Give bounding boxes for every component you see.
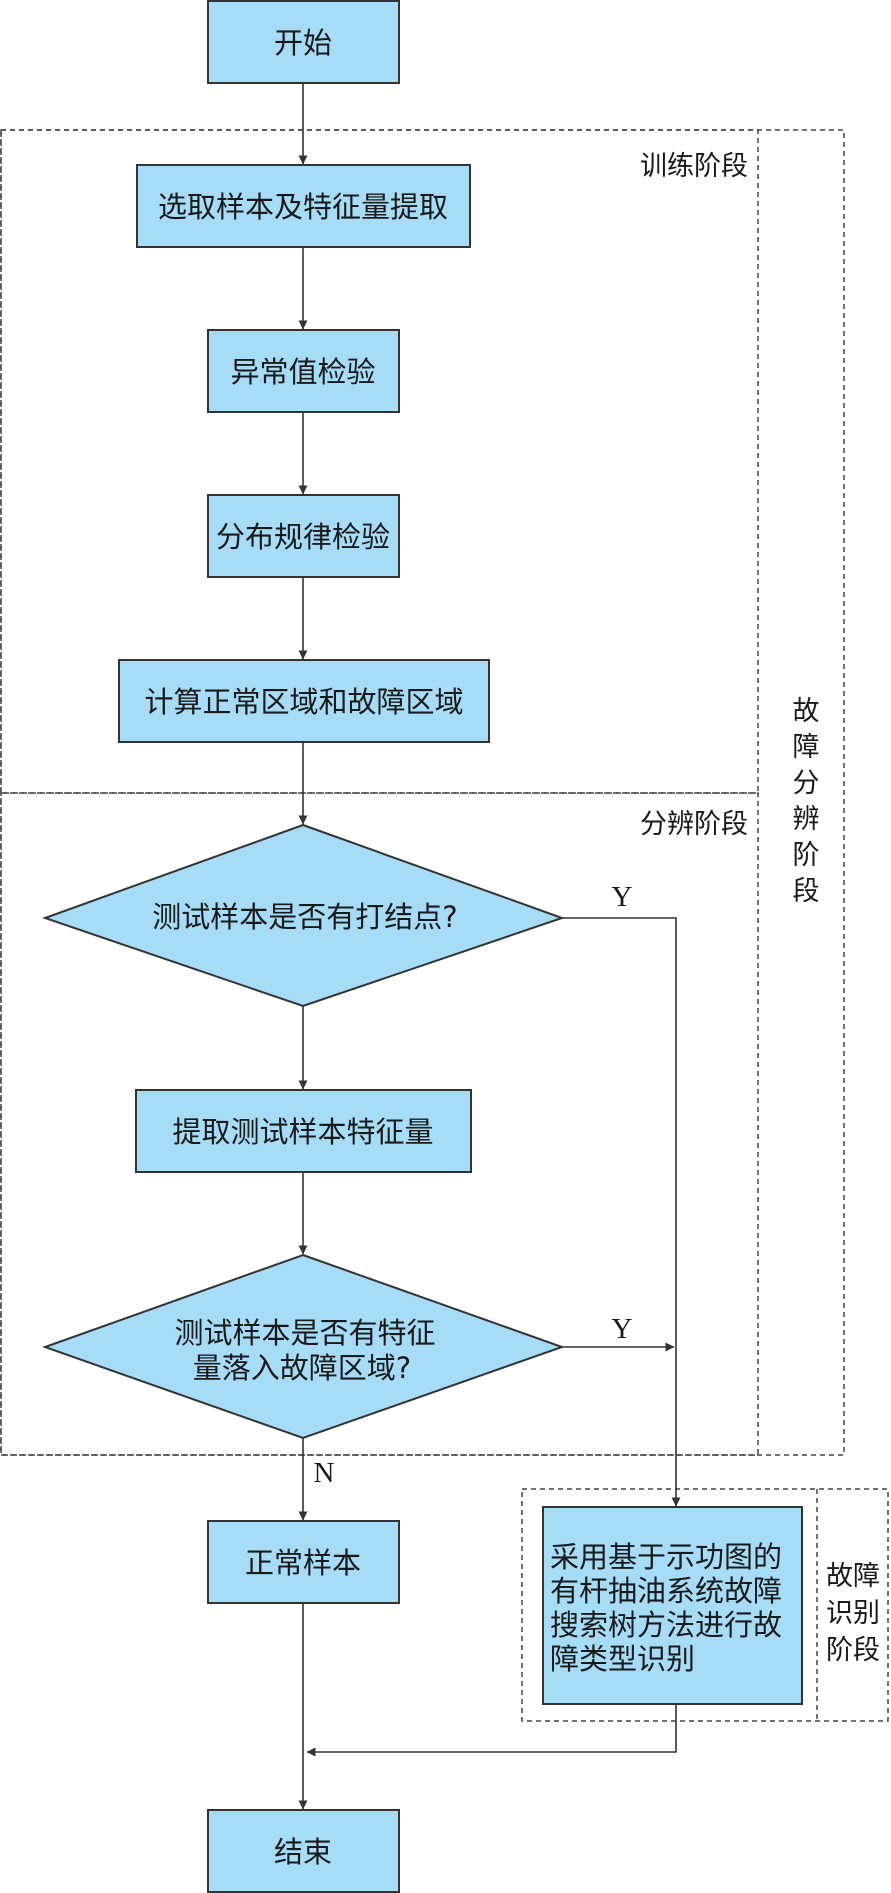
svg-text:障类型识别: 障类型识别: [550, 1642, 695, 1676]
compute-regions-node: 计算正常区域和故障区域: [118, 659, 490, 743]
knot-decision-node: 测试样本是否有打结点?: [41, 823, 566, 1008]
discrimination-stage-label: 分辨阶段: [640, 809, 748, 840]
svg-text:正常样本: 正常样本: [245, 1546, 361, 1580]
region-yes-label: Y: [612, 1313, 633, 1345]
extract-features-node: 提取测试样本特征量: [135, 1089, 472, 1173]
distribution-test-node: 分布规律检验: [207, 494, 400, 578]
svg-text:识别: 识别: [826, 1598, 880, 1629]
edge-knot-yes-to-identify: [562, 917, 681, 1507]
svg-text:计算正常区域和故障区域: 计算正常区域和故障区域: [144, 685, 463, 719]
svg-text:采用基于示功图的: 采用基于示功图的: [550, 1540, 782, 1574]
svg-text:提取测试样本特征量: 提取测试样本特征量: [172, 1115, 433, 1149]
normal-sample-node: 正常样本: [207, 1520, 400, 1604]
svg-text:搜索树方法进行故: 搜索树方法进行故: [550, 1608, 782, 1642]
fault-discrimination-stage-label: 故 障 分 辨 阶 段: [793, 696, 820, 907]
svg-text:量落入故障区域?: 量落入故障区域?: [193, 1351, 411, 1385]
fault-identification-outer-frame: [521, 1488, 889, 1722]
svg-text:测试样本是否有特征: 测试样本是否有特征: [174, 1316, 435, 1350]
region-no-label: N: [314, 1457, 335, 1489]
svg-text:障: 障: [793, 732, 820, 763]
svg-text:段: 段: [793, 876, 820, 907]
svg-text:阶段: 阶段: [826, 1635, 880, 1666]
fault-discrimination-stage-frame: [0, 129, 845, 1456]
svg-text:测试样本是否有打结点?: 测试样本是否有打结点?: [152, 900, 457, 934]
end-node: 结束: [207, 1809, 400, 1893]
svg-text:有杆抽油系统故障: 有杆抽油系统故障: [550, 1574, 782, 1608]
svg-text:异常值检验: 异常值检验: [230, 355, 375, 389]
identify-fault-node: 采用基于示功图的 有杆抽油系统故障 搜索树方法进行故 障类型识别: [542, 1506, 803, 1705]
svg-text:结束: 结束: [274, 1835, 332, 1869]
svg-text:分: 分: [793, 768, 820, 799]
start-node: 开始: [207, 0, 400, 84]
fault-identification-stage-label: 故障 识别 阶段: [826, 1561, 880, 1666]
svg-text:故: 故: [793, 696, 820, 727]
svg-text:开始: 开始: [274, 26, 332, 60]
edge-identify-to-end: [306, 1704, 677, 1757]
region-decision-node: 测试样本是否有特征 量落入故障区域?: [42, 1253, 566, 1440]
svg-text:故障: 故障: [826, 1561, 880, 1592]
outlier-test-node: 异常值检验: [207, 329, 400, 413]
select-samples-node: 选取样本及特征量提取: [136, 164, 471, 248]
training-stage-label: 训练阶段: [640, 151, 748, 182]
svg-text:选取样本及特征量提取: 选取样本及特征量提取: [158, 190, 448, 224]
svg-text:分布规律检验: 分布规律检验: [216, 520, 390, 554]
knot-yes-label: Y: [612, 881, 633, 913]
svg-text:阶: 阶: [793, 840, 820, 871]
svg-text:辨: 辨: [793, 804, 820, 835]
